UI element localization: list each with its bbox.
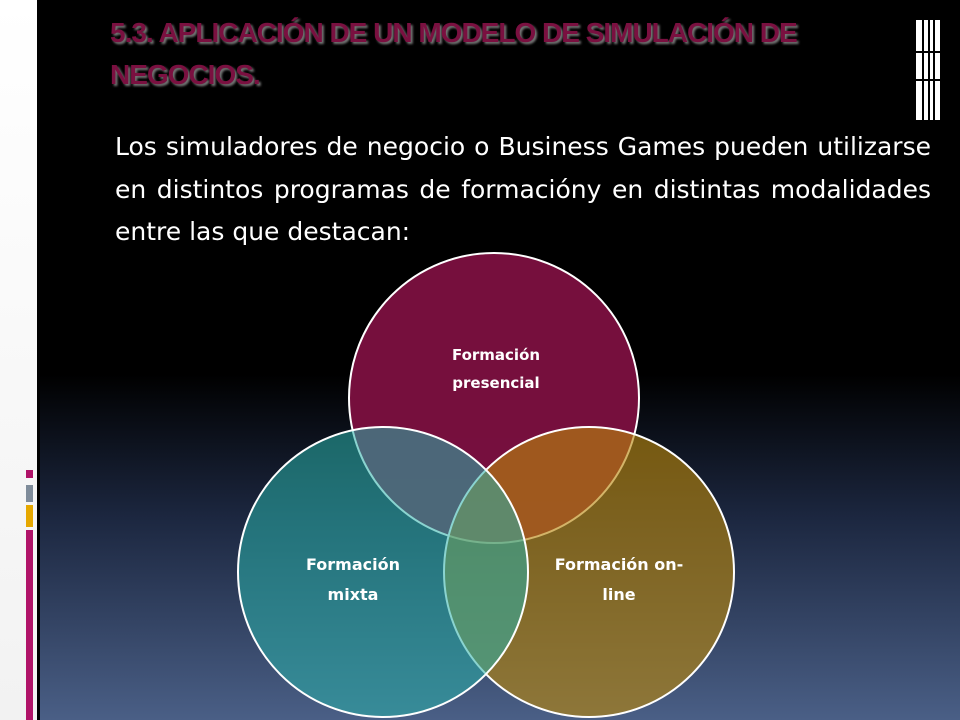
label-mixta-line1: Formación [306,555,400,574]
deco-magenta-bar-1 [26,470,33,478]
label-online-line2: line [602,585,635,604]
label-online-line1: Formación on- [555,555,684,574]
deco-yellow-bar [26,505,33,527]
label-mixta-line2: mixta [328,585,379,604]
stacked-pages-icon [916,20,940,120]
label-presencial-line1: Formación [452,346,540,364]
deco-magenta-bar-2 [26,530,33,720]
circle-mixta [237,426,529,718]
left-divider-line [37,0,40,720]
slide-body-text: Los simuladores de negocio o Business Ga… [115,132,931,246]
deco-gray-bar [26,485,33,502]
slide-title: 5.3. APLICACIÓN DE UN MODELO DE SIMULACI… [110,17,798,90]
label-presencial-line2: presencial [452,374,539,392]
